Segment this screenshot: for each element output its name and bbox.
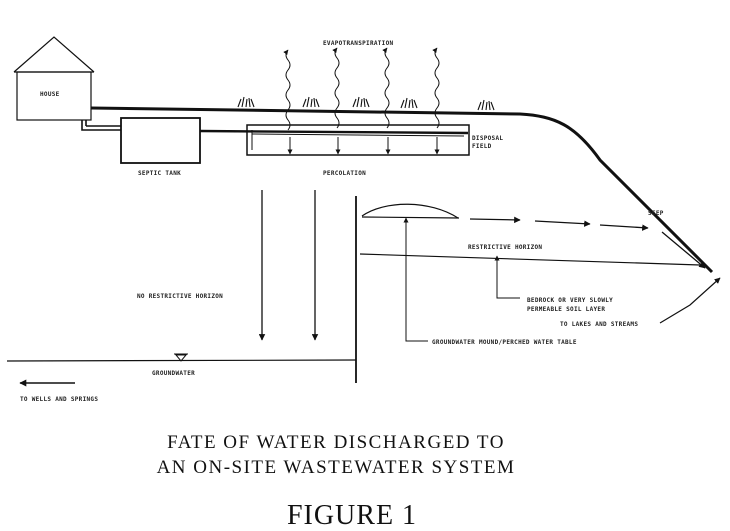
- lakes-streams-label: TO LAKES AND STREAMS: [560, 321, 638, 328]
- percolation-label: PERCOLATION: [323, 170, 366, 177]
- ground-surface: [90, 106, 714, 274]
- vegetation-tufts: [237, 96, 495, 111]
- percolation-arrows: [258, 190, 319, 341]
- house-label: HOUSE: [40, 91, 60, 98]
- evapotranspiration-label: EVAPOTRANSPIRATION: [323, 40, 394, 47]
- wells-springs-label: TO WELLS AND SPRINGS: [20, 396, 98, 403]
- disposal-field-label-1: DISPOSAL: [472, 135, 503, 142]
- seep-label: SEEP: [648, 210, 664, 217]
- title-line-2: AN ON-SITE WASTEWATER SYSTEM: [157, 457, 516, 478]
- septic-tank: [120, 117, 201, 164]
- mound-pointer: [403, 217, 428, 342]
- distribution-pipe: [199, 129, 469, 135]
- groundwater-mound: [361, 203, 459, 219]
- field-drain-arrows: [287, 137, 440, 155]
- no-restrictive-horizon-label: NO RESTRICTIVE HORIZON: [137, 293, 223, 300]
- restrictive-horizon-line: [359, 253, 701, 266]
- restrictive-horizon-label: RESTRICTIVE HORIZON: [468, 244, 542, 251]
- disposal-field: [246, 124, 470, 156]
- house: [13, 36, 95, 121]
- groundwater-mound-label: GROUNDWATER MOUND/PERCHED WATER TABLE: [432, 339, 577, 346]
- groundwater-label: GROUNDWATER: [152, 370, 195, 377]
- disposal-field-label-2: FIELD: [472, 143, 492, 150]
- seep-flow-arrows: [469, 216, 706, 269]
- title-line-1: FATE OF WATER DISCHARGED TO: [167, 432, 505, 453]
- bedrock-label-2: PERMEABLE SOIL LAYER: [527, 306, 605, 313]
- evapotranspiration-arrows: [283, 47, 440, 131]
- septic-tank-label: SEPTIC TANK: [138, 170, 181, 177]
- bedrock-pointer: [494, 255, 520, 299]
- bedrock-label-1: BEDROCK OR VERY SLOWLY: [527, 297, 613, 304]
- water-table-symbol: [174, 353, 188, 362]
- house-pipe: [81, 120, 121, 131]
- lakes-streams-arrow: [659, 277, 721, 324]
- figure-label: FIGURE 1: [287, 500, 417, 531]
